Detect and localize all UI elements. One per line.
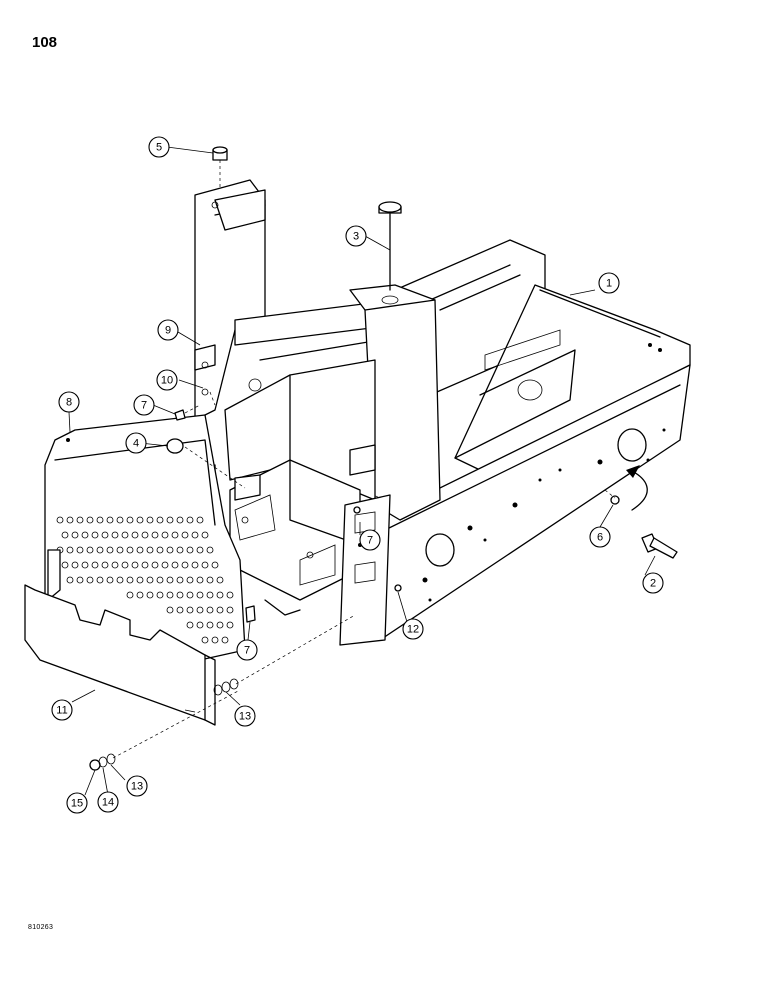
callout-10: 10 xyxy=(156,369,178,391)
grille-perforations xyxy=(56,516,234,644)
callout-label: 11 xyxy=(56,705,67,717)
callout-label: 4 xyxy=(133,438,139,450)
callout-label: 13 xyxy=(131,781,143,793)
dipstick xyxy=(378,201,402,291)
callout-circle xyxy=(125,432,147,454)
callout-label: 5 xyxy=(156,142,162,154)
grille-guard xyxy=(44,414,246,661)
callout-label: 3 xyxy=(353,231,359,243)
callout-7: 7 xyxy=(133,394,155,416)
callout-7: 7 xyxy=(236,639,258,661)
callout-label: 9 xyxy=(165,325,171,337)
callout-circle xyxy=(133,394,155,416)
callout-label: 12 xyxy=(407,624,419,636)
callout-label: 6 xyxy=(597,532,603,544)
callout-label: 7 xyxy=(244,645,250,657)
callout-label: 2 xyxy=(650,578,656,590)
hardware xyxy=(89,361,620,771)
callout-label: 7 xyxy=(367,535,373,547)
callout-label: 14 xyxy=(102,797,114,809)
leader-lines xyxy=(68,146,656,796)
callout-6: 6 xyxy=(589,526,611,548)
callout-label: 13 xyxy=(239,711,251,723)
callout-circle xyxy=(58,391,80,413)
callout-label: 15 xyxy=(71,798,83,810)
callout-8: 8 xyxy=(58,391,80,413)
callout-3: 3 xyxy=(345,225,367,247)
callout-circle xyxy=(359,529,381,551)
callout-1: 1 xyxy=(598,272,620,294)
callout-circle xyxy=(598,272,620,294)
callout-circle xyxy=(156,369,178,391)
callout-2: 2 xyxy=(642,572,664,594)
callout-circle xyxy=(234,705,256,727)
main-frame xyxy=(194,179,691,646)
callout-12: 12 xyxy=(402,618,424,640)
callout-15: 15 xyxy=(66,792,88,814)
callout-label: 10 xyxy=(161,375,173,387)
callout-label: 8 xyxy=(66,397,72,409)
bolt xyxy=(626,465,678,559)
callout-13: 13 xyxy=(126,775,148,797)
cap-plug xyxy=(212,146,228,190)
page-number: 108 xyxy=(32,34,58,51)
callout-13: 13 xyxy=(234,705,256,727)
callout-circle xyxy=(589,526,611,548)
callout-9: 9 xyxy=(157,319,179,341)
callout-circle xyxy=(126,775,148,797)
figure-code: 810263 xyxy=(28,924,54,931)
alignment-lines xyxy=(112,391,616,759)
callout-circle xyxy=(345,225,367,247)
callout-label: 7 xyxy=(141,400,147,412)
callout-circle xyxy=(51,699,73,721)
callout-5: 5 xyxy=(148,136,170,158)
callout-circle xyxy=(97,791,119,813)
callout-14: 14 xyxy=(97,791,119,813)
callout-circle xyxy=(402,618,424,640)
callout-circle xyxy=(236,639,258,661)
callout-circle xyxy=(157,319,179,341)
callout-4: 4 xyxy=(125,432,147,454)
callout-label: 1 xyxy=(606,278,612,290)
callout-circle xyxy=(148,136,170,158)
callout-7: 7 xyxy=(359,529,381,551)
callout-circle xyxy=(66,792,88,814)
skirt-plate xyxy=(24,584,216,726)
callout-circle xyxy=(642,572,664,594)
callout-11: 11 xyxy=(51,699,73,721)
